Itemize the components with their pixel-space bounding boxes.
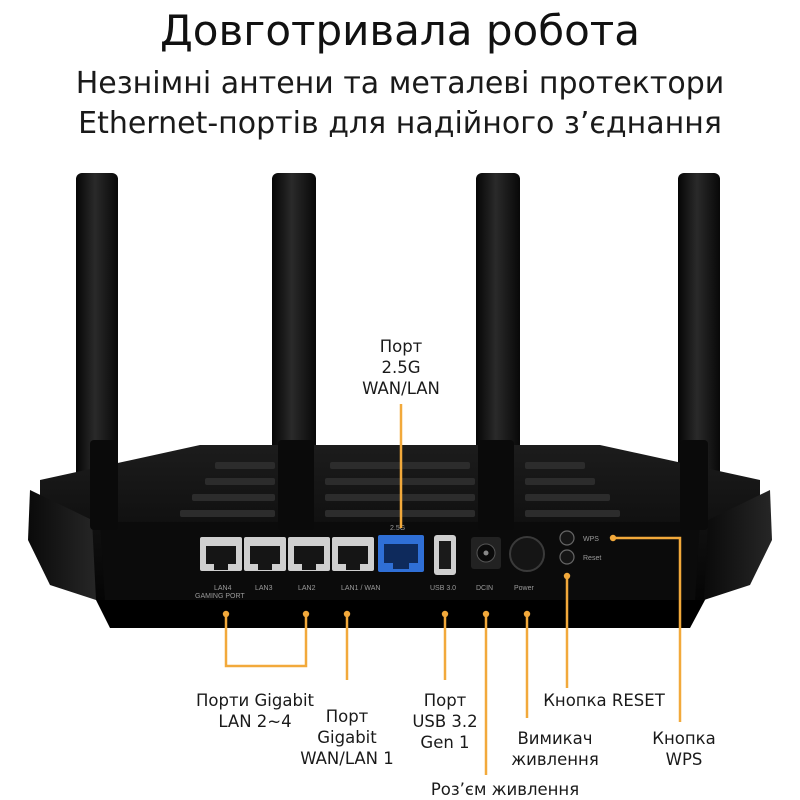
callout-dots	[222, 534, 617, 618]
subtitle-line-2: Ethernet-портів для надійного з’єднання	[78, 106, 722, 141]
port-lan2	[288, 537, 330, 571]
reset-button	[559, 549, 575, 565]
callout-power-socket: Роз’єм живлення	[430, 780, 580, 799]
panel-labels: LAN4 GAMING PORT LAN3 LAN2 LAN1 / WAN 2.…	[195, 525, 601, 600]
port-lan1-wan	[332, 537, 374, 571]
wps-button	[559, 530, 575, 546]
panel-label-reset: Reset	[583, 555, 601, 562]
port-2-5g	[378, 535, 424, 572]
callout-gigabit-lan: Порти Gigabit LAN 2~4	[195, 691, 315, 731]
antenna-bases	[90, 440, 708, 530]
panel-label-dcin: DCIN	[476, 585, 493, 592]
callout-power-switch: Вимикач живлення	[511, 729, 599, 769]
callout-lines	[224, 404, 682, 775]
panel-label-gaming-port: GAMING PORT	[195, 593, 245, 600]
panel-label-lan2: LAN2	[298, 585, 316, 592]
power-button	[509, 536, 545, 572]
panel-label-lan4: LAN4	[214, 585, 232, 592]
panel-label-lan3: LAN3	[255, 585, 273, 592]
panel-label-2-5g: 2.5G	[390, 525, 405, 532]
callout-usb-port: Порт USB 3.2 Gen 1	[412, 691, 478, 752]
page-subtitle: Незнімні антени та металеві протектори E…	[0, 64, 800, 144]
subtitle-line-1: Незнімні антени та металеві протектори	[75, 66, 725, 101]
dcin-socket	[471, 537, 501, 569]
callout-line-wps	[613, 536, 682, 722]
port-lan4	[200, 537, 242, 571]
panel-label-lan1-wan: LAN1 / WAN	[341, 585, 380, 592]
port-lan3	[244, 537, 286, 571]
callout-wps-button: Кнопка WPS	[652, 729, 716, 769]
callout-line-lan	[224, 614, 308, 668]
panel-label-wps: WPS	[583, 536, 599, 543]
page-title: Довготривала робота	[159, 6, 641, 55]
panel-label-usb: USB 3.0	[430, 585, 456, 592]
usb-port	[434, 535, 456, 575]
callout-2-5g-port: Порт 2.5G WAN/LAN	[362, 337, 440, 398]
callout-gigabit-wan: Порт Gigabit WAN/LAN 1	[300, 707, 394, 768]
panel-label-power: Power	[514, 585, 535, 592]
callout-reset-button: Кнопка RESET	[543, 691, 665, 710]
ethernet-ports	[200, 535, 424, 572]
